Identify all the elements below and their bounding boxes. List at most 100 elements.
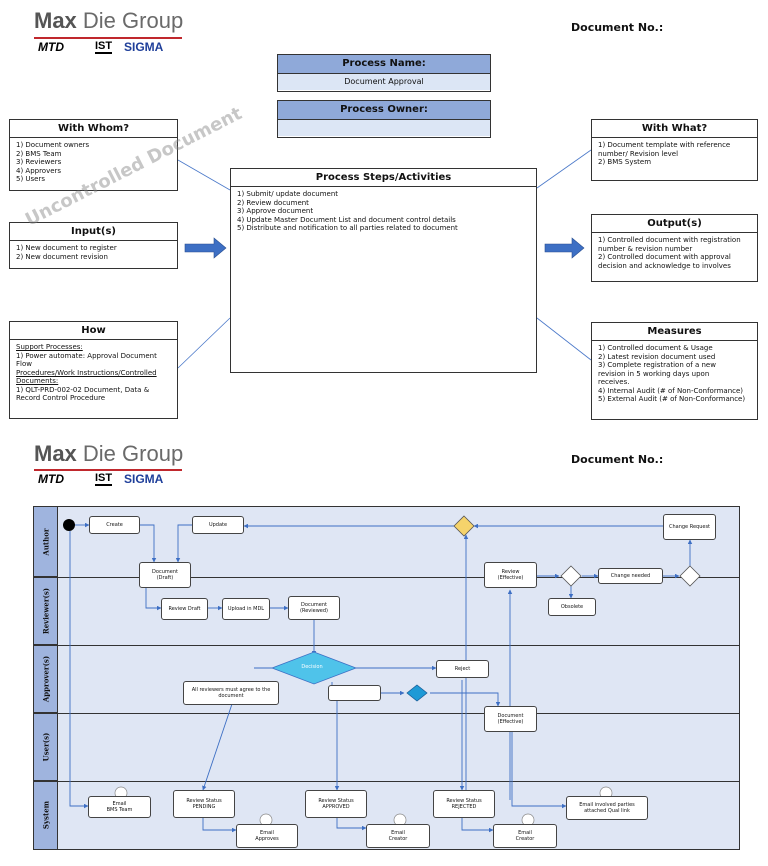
measures-box: Measures 1) Controlled document & Usage … bbox=[591, 322, 758, 420]
with-what-title: With What? bbox=[592, 120, 757, 138]
document-number-label: Document No.: bbox=[571, 21, 664, 34]
decision-diamond bbox=[270, 651, 358, 685]
process-steps-list: 1) Submit/ update document 2) Review doc… bbox=[231, 187, 536, 233]
ist-logo: IST bbox=[95, 472, 113, 486]
list-item: decision and acknowledge to involves bbox=[598, 261, 731, 270]
with-what-box: With What? 1) Document template with ref… bbox=[591, 119, 758, 181]
how-title: How bbox=[10, 322, 177, 340]
list-item: 5) Users bbox=[16, 175, 46, 183]
ist-logo: IST bbox=[95, 40, 113, 54]
start-node bbox=[63, 519, 75, 531]
all-reviewers-note: All reviewers must agree to the document bbox=[183, 681, 279, 705]
list-item: 4) Internal Audit (# of Non-Conformance) bbox=[598, 386, 744, 395]
with-whom-box: With Whom? 1) Document owners 2) BMS Tea… bbox=[9, 119, 178, 191]
list-item: 3) Complete registration of a new bbox=[598, 361, 716, 369]
list-item: 4) Update Master Document List and docum… bbox=[237, 215, 456, 224]
document-number-label-2: Document No.: bbox=[571, 453, 664, 466]
outputs-box: Output(s) 1) Controlled document with re… bbox=[591, 214, 758, 282]
review-draft-node: Review Draft bbox=[161, 598, 208, 620]
review-approved-node: Review Status APPROVED bbox=[305, 790, 367, 818]
mtd-logo: MTD bbox=[38, 472, 64, 486]
list-item: 5) External Audit (# of Non-Conformance) bbox=[598, 395, 746, 403]
process-owner-label: Process Owner: bbox=[278, 101, 490, 120]
email-bms-node: Email BMS Team bbox=[88, 796, 151, 818]
process-steps-title: Process Steps/Activities bbox=[231, 169, 536, 187]
lane-author: Author bbox=[34, 507, 58, 577]
brand-title-2: Max Die Group bbox=[34, 441, 184, 466]
sigma-logo: SIGMA bbox=[124, 472, 164, 486]
reject-node: Reject bbox=[436, 660, 489, 678]
list-item: 4) Approvers bbox=[16, 166, 62, 175]
list-item: 2) BMS Team bbox=[16, 149, 62, 158]
outputs-title: Output(s) bbox=[592, 215, 757, 233]
brand-logos-2: MTD IST SIGMA bbox=[38, 472, 188, 490]
list-item: 2) Review document bbox=[237, 198, 309, 207]
decision-label: Decision bbox=[301, 664, 323, 670]
list-item: number/ Revision level bbox=[598, 149, 679, 158]
brand-underline bbox=[34, 37, 182, 39]
list-item: revision in 5 working days upon bbox=[598, 369, 710, 378]
document-effective-node: Document (Effective) bbox=[484, 706, 537, 732]
process-owner-box: Process Owner: bbox=[277, 100, 491, 138]
gateway-diamond bbox=[453, 515, 475, 537]
measures-title: Measures bbox=[592, 323, 757, 341]
outputs-list: 1) Controlled document with registration… bbox=[592, 233, 757, 270]
brand-title: Max Die Group bbox=[34, 8, 184, 33]
process-name-value: Document Approval bbox=[278, 74, 490, 90]
process-steps-box: Process Steps/Activities 1) Submit/ upda… bbox=[230, 168, 537, 373]
update-node: Update bbox=[192, 516, 244, 534]
lane-approvers: Approver(s) bbox=[34, 645, 58, 713]
process-owner-value bbox=[278, 120, 490, 136]
document-reviewed-node: Document (Reviewed) bbox=[288, 596, 340, 620]
brand-logos: MTD IST SIGMA bbox=[38, 40, 188, 58]
brand-underline-2 bbox=[34, 469, 182, 471]
how-content: Support Processes: 1) Power automate: Ap… bbox=[10, 340, 177, 403]
list-item: 1) Document template with reference bbox=[598, 141, 731, 149]
change-needed-node: Change needed bbox=[598, 568, 663, 584]
list-item: 1) Document owners bbox=[16, 141, 90, 149]
list-item: 1) New document to register bbox=[16, 244, 117, 252]
with-whom-list: 1) Document owners 2) BMS Team 3) Review… bbox=[10, 138, 177, 184]
lane-reviewers: Reviewer(s) bbox=[34, 577, 58, 645]
email-creator-node: Email Creator bbox=[366, 824, 430, 848]
list-item: number & revision number bbox=[598, 244, 693, 253]
email-approves-node: Email Approves bbox=[236, 824, 298, 848]
list-item: 2) Latest revision document used bbox=[598, 352, 716, 361]
inputs-box: Input(s) 1) New document to register 2) … bbox=[9, 222, 178, 269]
list-item: 1) Submit/ update document bbox=[237, 190, 339, 198]
list-item: 3) Approve document bbox=[237, 207, 314, 215]
procedures-item: 1) QLT-PRD-002-02 Document, Data & Recor… bbox=[16, 385, 150, 403]
upload-mdl-node: Upload in MDL bbox=[222, 598, 270, 620]
lane-users: User(s) bbox=[34, 713, 58, 781]
inputs-title: Input(s) bbox=[10, 223, 177, 241]
review-effective-node: Review (Effective) bbox=[484, 562, 537, 588]
mtd-logo: MTD bbox=[38, 40, 64, 54]
list-item: 1) Controlled document & Usage bbox=[598, 344, 713, 352]
list-item: 1) Controlled document with registration bbox=[598, 236, 741, 244]
review-pending-node: Review Status PENDING bbox=[173, 790, 235, 818]
list-item: 3) Reviewers bbox=[16, 158, 62, 166]
sigma-logo: SIGMA bbox=[124, 40, 164, 54]
support-heading: Support Processes: bbox=[16, 343, 83, 351]
list-item: 2) New document revision bbox=[16, 252, 108, 261]
lane-system: System bbox=[34, 781, 58, 849]
how-box: How Support Processes: 1) Power automate… bbox=[9, 321, 178, 419]
list-item: 2) Controlled document with approval bbox=[598, 253, 731, 261]
create-node: Create bbox=[89, 516, 140, 534]
review-rejected-node: Review Status REJECTED bbox=[433, 790, 495, 818]
with-whom-title: With Whom? bbox=[10, 120, 177, 138]
email-creator-node: Email Creator bbox=[493, 824, 557, 848]
approval-blank-node bbox=[328, 685, 381, 701]
list-item: 2) BMS System bbox=[598, 158, 652, 166]
obsolete-node: Obsolete bbox=[548, 598, 596, 616]
procedures-heading: Procedures/Work Instructions/Controlled … bbox=[16, 368, 157, 386]
support-item: 1) Power automate: Approval Document Flo… bbox=[16, 351, 157, 369]
list-item: receives. bbox=[598, 378, 630, 386]
list-item: 5) Distribute and notification to all pa… bbox=[237, 224, 458, 232]
turtle-connectors bbox=[177, 149, 592, 369]
process-name-box: Process Name: Document Approval bbox=[277, 54, 491, 92]
change-request-node: Change Request bbox=[663, 514, 716, 540]
with-what-list: 1) Document template with reference numb… bbox=[592, 138, 757, 167]
email-involved-node: Email involved parties attached Qual lin… bbox=[566, 796, 648, 820]
